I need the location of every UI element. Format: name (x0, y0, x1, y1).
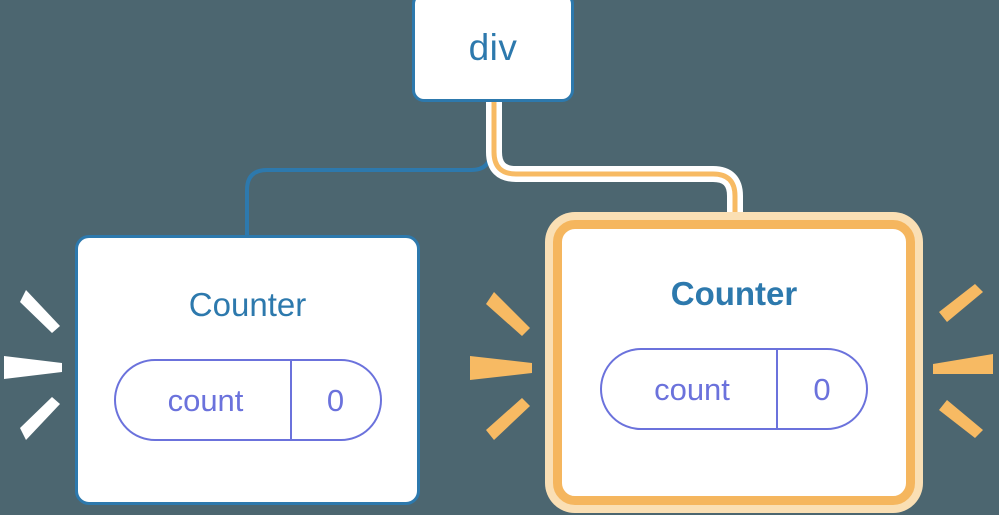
state-key-left: count (116, 361, 292, 439)
ray-icon (20, 397, 60, 440)
ray-icon (4, 356, 62, 379)
node-counter-left[interactable]: Counter count 0 (75, 235, 420, 505)
connector-div-to-counter-left (245, 100, 493, 240)
ray-icon (939, 400, 983, 438)
connector-div-to-counter-right (491, 99, 738, 243)
state-value-right: 0 (813, 371, 831, 407)
state-pill-left: count 0 (113, 359, 382, 441)
rerender-rays-right-orange (933, 278, 999, 448)
state-value-left: 0 (326, 382, 345, 418)
node-counter-right[interactable]: Counter count 0 (553, 220, 915, 505)
rerender-rays-left-white (4, 280, 74, 450)
rerender-rays-middle-orange (468, 280, 538, 450)
ray-icon (20, 290, 60, 333)
ray-icon (470, 356, 532, 380)
ray-icon (486, 398, 530, 440)
node-div-label: div (468, 26, 518, 68)
ray-icon (939, 284, 983, 322)
node-counter-left-label: Counter (188, 286, 307, 323)
node-counter-right-label: Counter (670, 275, 798, 312)
state-key-right: count (602, 350, 778, 428)
ray-icon (486, 292, 530, 336)
state-pill-right: count 0 (600, 348, 868, 430)
node-div[interactable]: div (412, 0, 574, 102)
ray-icon (933, 354, 993, 374)
